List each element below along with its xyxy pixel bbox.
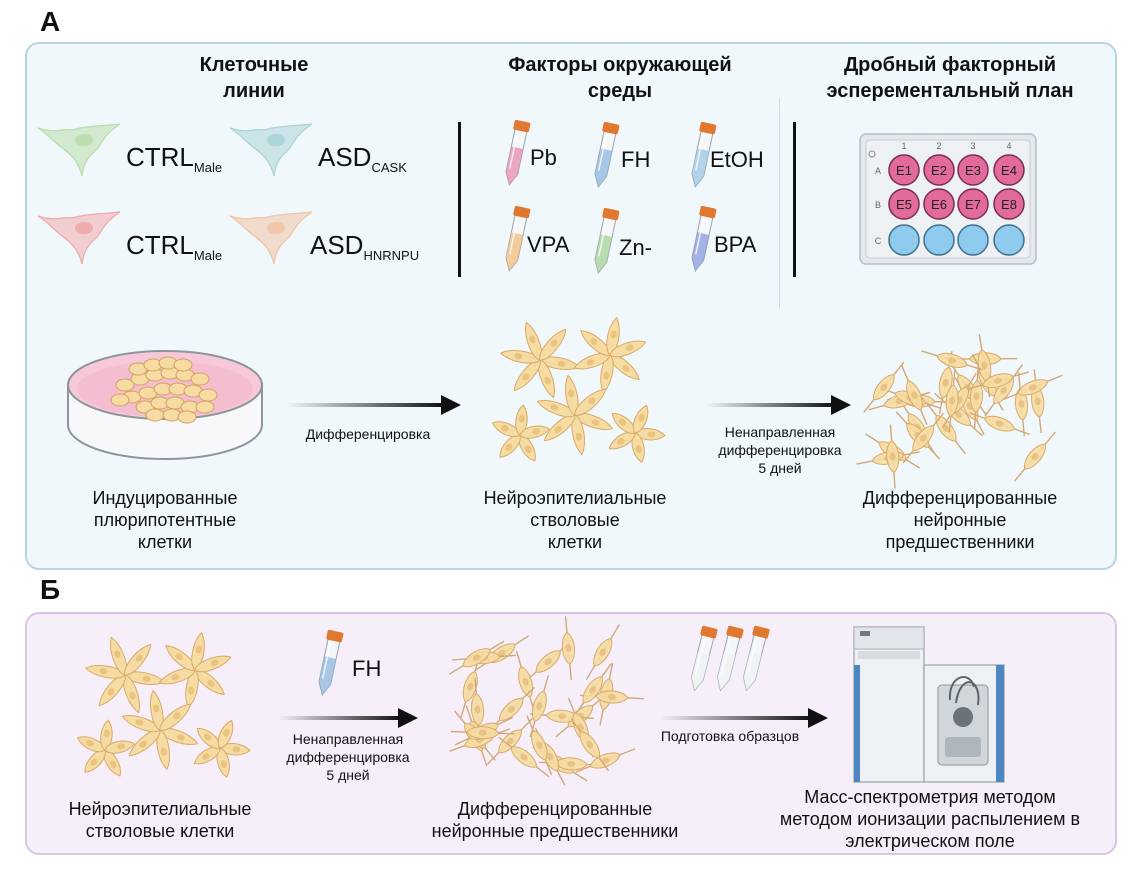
arrow1-label-b: Ненаправленная дифференцировка 5 дней	[286, 731, 410, 783]
tube-label-pb: Pb	[530, 145, 557, 170]
sample-tube-1	[691, 625, 718, 692]
arrow2-label-a: Ненаправленная дифференцировка 5 дней	[718, 424, 842, 476]
tube-zn	[594, 207, 620, 274]
plate-col-label: 4	[1006, 141, 1011, 151]
fh-tube-b	[318, 629, 344, 696]
sample-tubes	[691, 625, 770, 692]
well	[993, 224, 1025, 256]
well-label: E8	[1001, 197, 1017, 212]
well	[957, 224, 989, 256]
well-label: E2	[931, 163, 947, 178]
header-cell-lines: Клеточные линии	[199, 54, 309, 102]
well-label: E1	[896, 163, 912, 178]
well	[957, 188, 989, 220]
tube-label-bpa: BPA	[714, 232, 757, 257]
tube-label-fh: FH	[621, 147, 651, 172]
tube-label-zn: Zn-	[619, 235, 652, 260]
petri-dish-icon	[67, 350, 263, 460]
header-environment: Факторы окружающей среды	[508, 54, 732, 102]
well	[993, 188, 1025, 220]
nsc-rosettes-a	[491, 316, 666, 463]
well	[888, 154, 920, 186]
tube-fh	[594, 121, 620, 188]
cell-line-icon-3	[229, 211, 313, 265]
npc-label-a: Дифференцированные нейронные предшествен…	[862, 488, 1058, 552]
sample-tube-3	[743, 625, 770, 692]
tube-pb	[505, 119, 531, 186]
tube-label-fh-b: FH	[352, 656, 382, 681]
arrow-undirected-differentiation-b	[278, 708, 418, 728]
arrow-sample-prep	[660, 708, 828, 728]
header-plan: Дробный факторный эсперементальный план	[826, 54, 1074, 102]
well-label: E4	[1001, 163, 1017, 178]
tube-bpa	[691, 205, 717, 272]
mass-spectrometer-icon	[853, 626, 1005, 783]
tube-label-etoh: EtOH	[710, 147, 764, 172]
npc-cells-a	[856, 333, 1063, 489]
cell-line-icon-0	[37, 123, 121, 177]
nsc-label-a: Нейроэпителиальные стволовые клетки	[483, 488, 667, 552]
cell-line-icon-2	[37, 211, 121, 265]
arrow1-label: Дифференцировка	[305, 426, 431, 442]
well-label: E6	[931, 197, 947, 212]
well	[993, 154, 1025, 186]
well	[923, 188, 955, 220]
cell-line-asd-cask: ASDCASK	[318, 142, 407, 175]
plate-col-label: 1	[901, 141, 906, 151]
divider-mid	[779, 98, 780, 308]
well	[957, 154, 989, 186]
plate-col-label: 3	[970, 141, 975, 151]
well	[923, 224, 955, 256]
well	[888, 188, 920, 220]
tube-fh-b	[318, 629, 344, 696]
divider-left	[458, 122, 461, 277]
ms-label: Масс-спектрометрия методом методом иониз…	[779, 787, 1081, 851]
sample-tube-2	[717, 625, 744, 692]
tube-vpa	[505, 205, 531, 272]
well	[923, 154, 955, 186]
nsc-rosettes-b	[76, 631, 251, 778]
arrow-undirected-differentiation-a	[705, 395, 851, 415]
plate-row-label: A	[875, 166, 881, 176]
npc-label-b: Дифференцированные нейронные предшествен…	[431, 799, 679, 841]
plate-col-label: 2	[936, 141, 941, 151]
plate-row-label: C	[875, 236, 882, 246]
panel-a	[25, 42, 1117, 570]
well	[888, 224, 920, 256]
cell-line-icon-1	[229, 123, 313, 177]
ipsc-label: Индуцированные плюрипотентные клетки	[92, 488, 238, 552]
cell-line-ctrl-2: CTRLMale	[126, 230, 223, 263]
arrow-differentiation	[285, 395, 461, 415]
plate-row-label: B	[875, 200, 881, 210]
arrow2-label-b: Подготовка образцов	[660, 728, 800, 744]
npc-cells-b	[448, 616, 644, 786]
tube-label-vpa: VPA	[527, 232, 570, 257]
cell-line-ctrl-1: CTRLMale	[126, 142, 223, 175]
well-label: E7	[965, 197, 981, 212]
well-label: E3	[965, 163, 981, 178]
well-label: E5	[896, 197, 912, 212]
panel-a-letter: А	[40, 6, 61, 37]
tube-etoh	[691, 121, 717, 188]
divider-right	[793, 122, 796, 277]
panel-b-letter: Б	[40, 574, 61, 605]
cell-line-asd-hnrnpu: ASDHNRNPU	[310, 230, 420, 263]
nsc-label-b: Нейроэпителиальные стволовые клетки	[68, 799, 252, 841]
